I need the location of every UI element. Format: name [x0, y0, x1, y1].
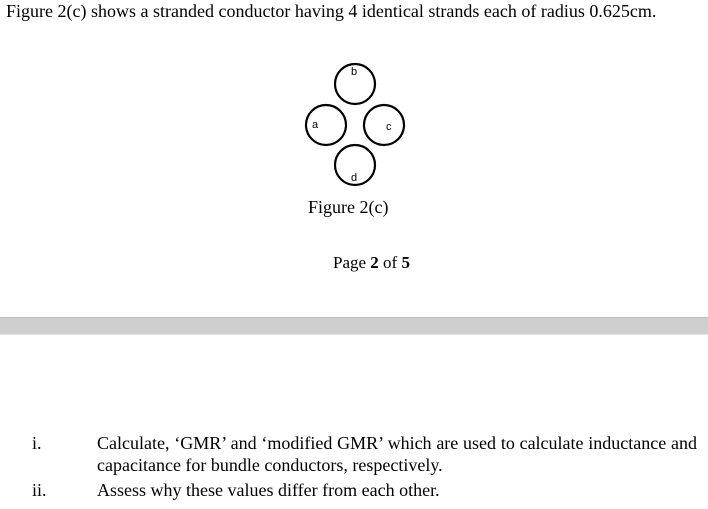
strand-a-circle	[304, 103, 348, 147]
question-text: Assess why these values differ from each…	[97, 480, 440, 500]
page-prefix: Page	[333, 253, 371, 272]
strand-c-circle	[362, 103, 406, 147]
strand-b-circle	[333, 62, 377, 106]
page-current: 2	[370, 253, 379, 272]
page-separator	[0, 317, 708, 335]
page-number: Page 2 of 5	[333, 252, 410, 274]
question-number: i.	[32, 433, 42, 453]
page-of: of	[378, 253, 402, 272]
page-total: 5	[401, 253, 410, 272]
figure-caption: Figure 2(c)	[308, 197, 389, 217]
intro-paragraph: Figure 2(c) shows a stranded conductor h…	[6, 1, 657, 21]
strand-c-label: c	[386, 121, 392, 133]
question-text: Calculate, ‘GMR’ and ‘modified GMR’ whic…	[97, 433, 697, 475]
strand-a-label: a	[312, 119, 319, 131]
strand-d-circle	[333, 143, 377, 187]
strand-d-label: d	[351, 172, 357, 184]
strand-b-label: b	[351, 66, 357, 78]
stranded-conductor-diagram: b a c d	[304, 62, 406, 187]
question-number: ii.	[32, 480, 47, 500]
